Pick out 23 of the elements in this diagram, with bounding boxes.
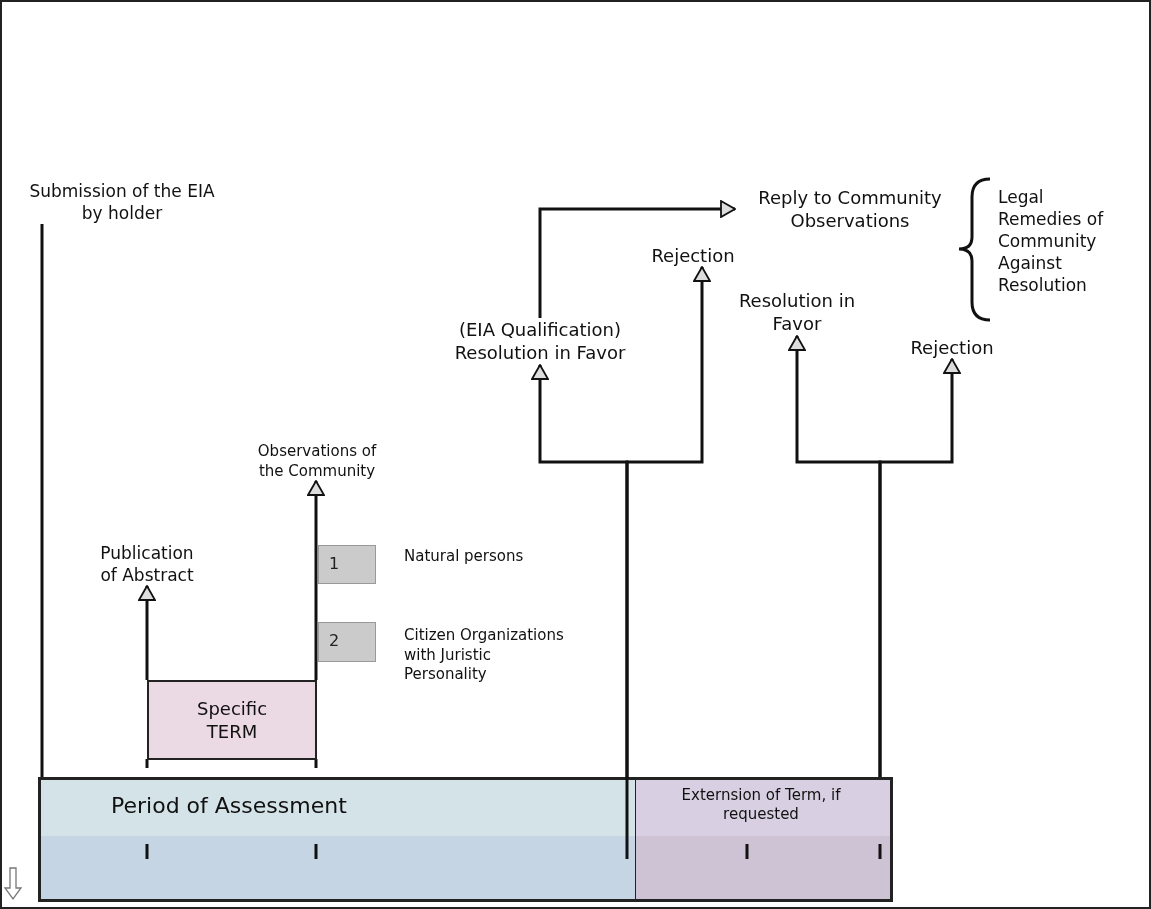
band-title: Externsion of Term, if requested [680, 786, 842, 824]
step-label: Rejection [638, 244, 748, 268]
band-title: Period of Assessment [111, 792, 348, 820]
connector-arrow [878, 358, 961, 777]
step-label: Submission of the EIA by holder [24, 180, 220, 225]
connector-arrow [307, 480, 325, 680]
number-flag: 1 [318, 545, 376, 584]
step-label: Resolution in Favor [722, 289, 872, 336]
note-text: Natural persons [404, 547, 525, 567]
term-box: Specific TERM [147, 680, 317, 760]
step-label: Reply to Community Observations [735, 186, 965, 233]
connector-arrow [625, 266, 711, 777]
step-label: Publication of Abstract [94, 542, 200, 587]
timeline-band [635, 777, 893, 902]
connector-arrow [138, 585, 156, 680]
connector-arrow [538, 200, 736, 318]
step-label: (EIA Qualification) Resolution in Favor [417, 318, 663, 365]
step-label: Observations of the Community [246, 442, 388, 481]
note-text: Citizen Organizations with Juristic Personality [404, 626, 564, 685]
timeline-band [38, 777, 636, 902]
note-text: Legal Remedies of Community Against Resolution [998, 186, 1105, 297]
number-flag: 2 [318, 622, 376, 662]
step-label: Rejection [897, 336, 1007, 360]
